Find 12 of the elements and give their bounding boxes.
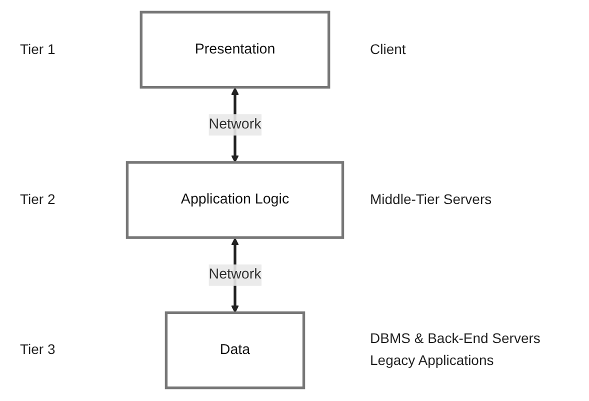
tier-description: Client [370, 40, 406, 57]
edge-label: Network [208, 267, 262, 282]
node-box: Presentation [140, 10, 330, 89]
node-box: Data [164, 311, 306, 390]
tier-label: Tier 1 [20, 40, 56, 57]
edge-label: Network [208, 116, 262, 132]
tier-description: Legacy Applications [370, 352, 494, 368]
tier-description: DBMS & Back-End Servers [370, 330, 540, 346]
tier-description: Middle-Tier Servers [370, 191, 492, 207]
node-box: Application Logic [126, 161, 344, 239]
tier-label: Tier 3 [20, 341, 56, 358]
tier-label: Tier 2 [20, 191, 56, 207]
